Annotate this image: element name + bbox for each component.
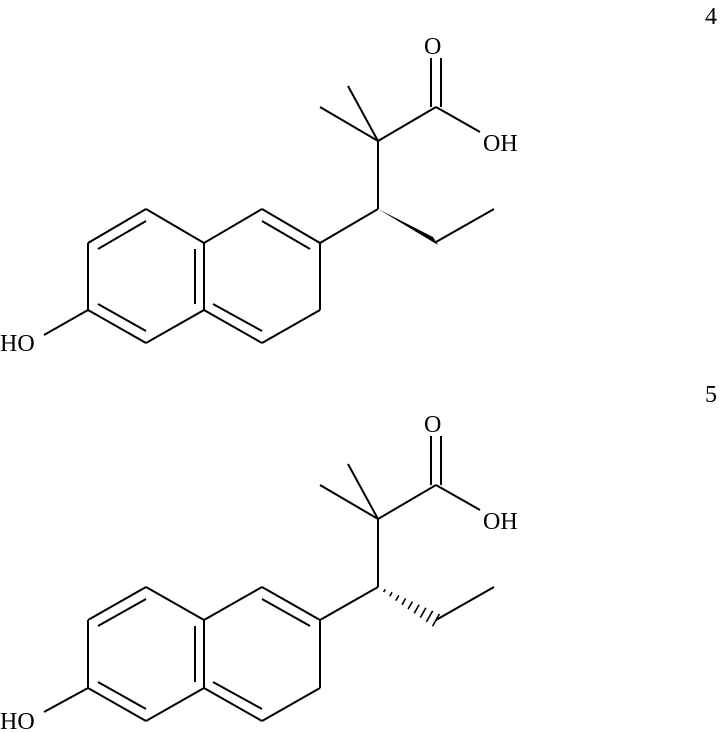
hash-segment [390, 592, 392, 596]
hash-segment [384, 589, 386, 592]
hash-segment [426, 611, 432, 622]
ethyl-bond [436, 209, 494, 242]
wedge-bond [378, 209, 438, 245]
hash-segment [408, 602, 412, 610]
hash-segment [414, 605, 419, 614]
carboxyl-bond [378, 107, 436, 141]
carboxyl-bond [378, 485, 436, 519]
acid-oh-label: OH [483, 509, 518, 535]
carbonyl-o-label: O [424, 34, 441, 60]
acid-oh-label: OH [483, 131, 518, 157]
compound-5: 5 HO [0, 382, 717, 732]
hash-segment [396, 595, 399, 600]
naphthalene-left-ring [88, 209, 204, 343]
ring-to-chiral-bond [320, 587, 378, 620]
compound-4: 4 HO [0, 4, 717, 357]
hashed-wedge-bond [384, 589, 440, 626]
compound-number: 5 [705, 382, 717, 408]
hash-segment [420, 608, 426, 618]
hydroxyl-bond [436, 485, 480, 510]
phenol-bond [44, 688, 88, 712]
hydroxyl-bond [436, 107, 480, 132]
naphthalene-right-ring [204, 587, 320, 721]
phenol-oh-label: HO [0, 709, 35, 732]
phenol-bond [44, 310, 88, 335]
ethyl-bond [436, 587, 494, 620]
hash-segment [402, 598, 406, 604]
carbonyl-o-label: O [424, 412, 441, 438]
naphthalene-left-ring [88, 587, 204, 721]
compound-number: 4 [705, 4, 717, 30]
naphthalene-right-ring [204, 209, 320, 343]
phenol-oh-label: HO [0, 331, 35, 357]
ring-to-chiral-bond [320, 209, 378, 243]
